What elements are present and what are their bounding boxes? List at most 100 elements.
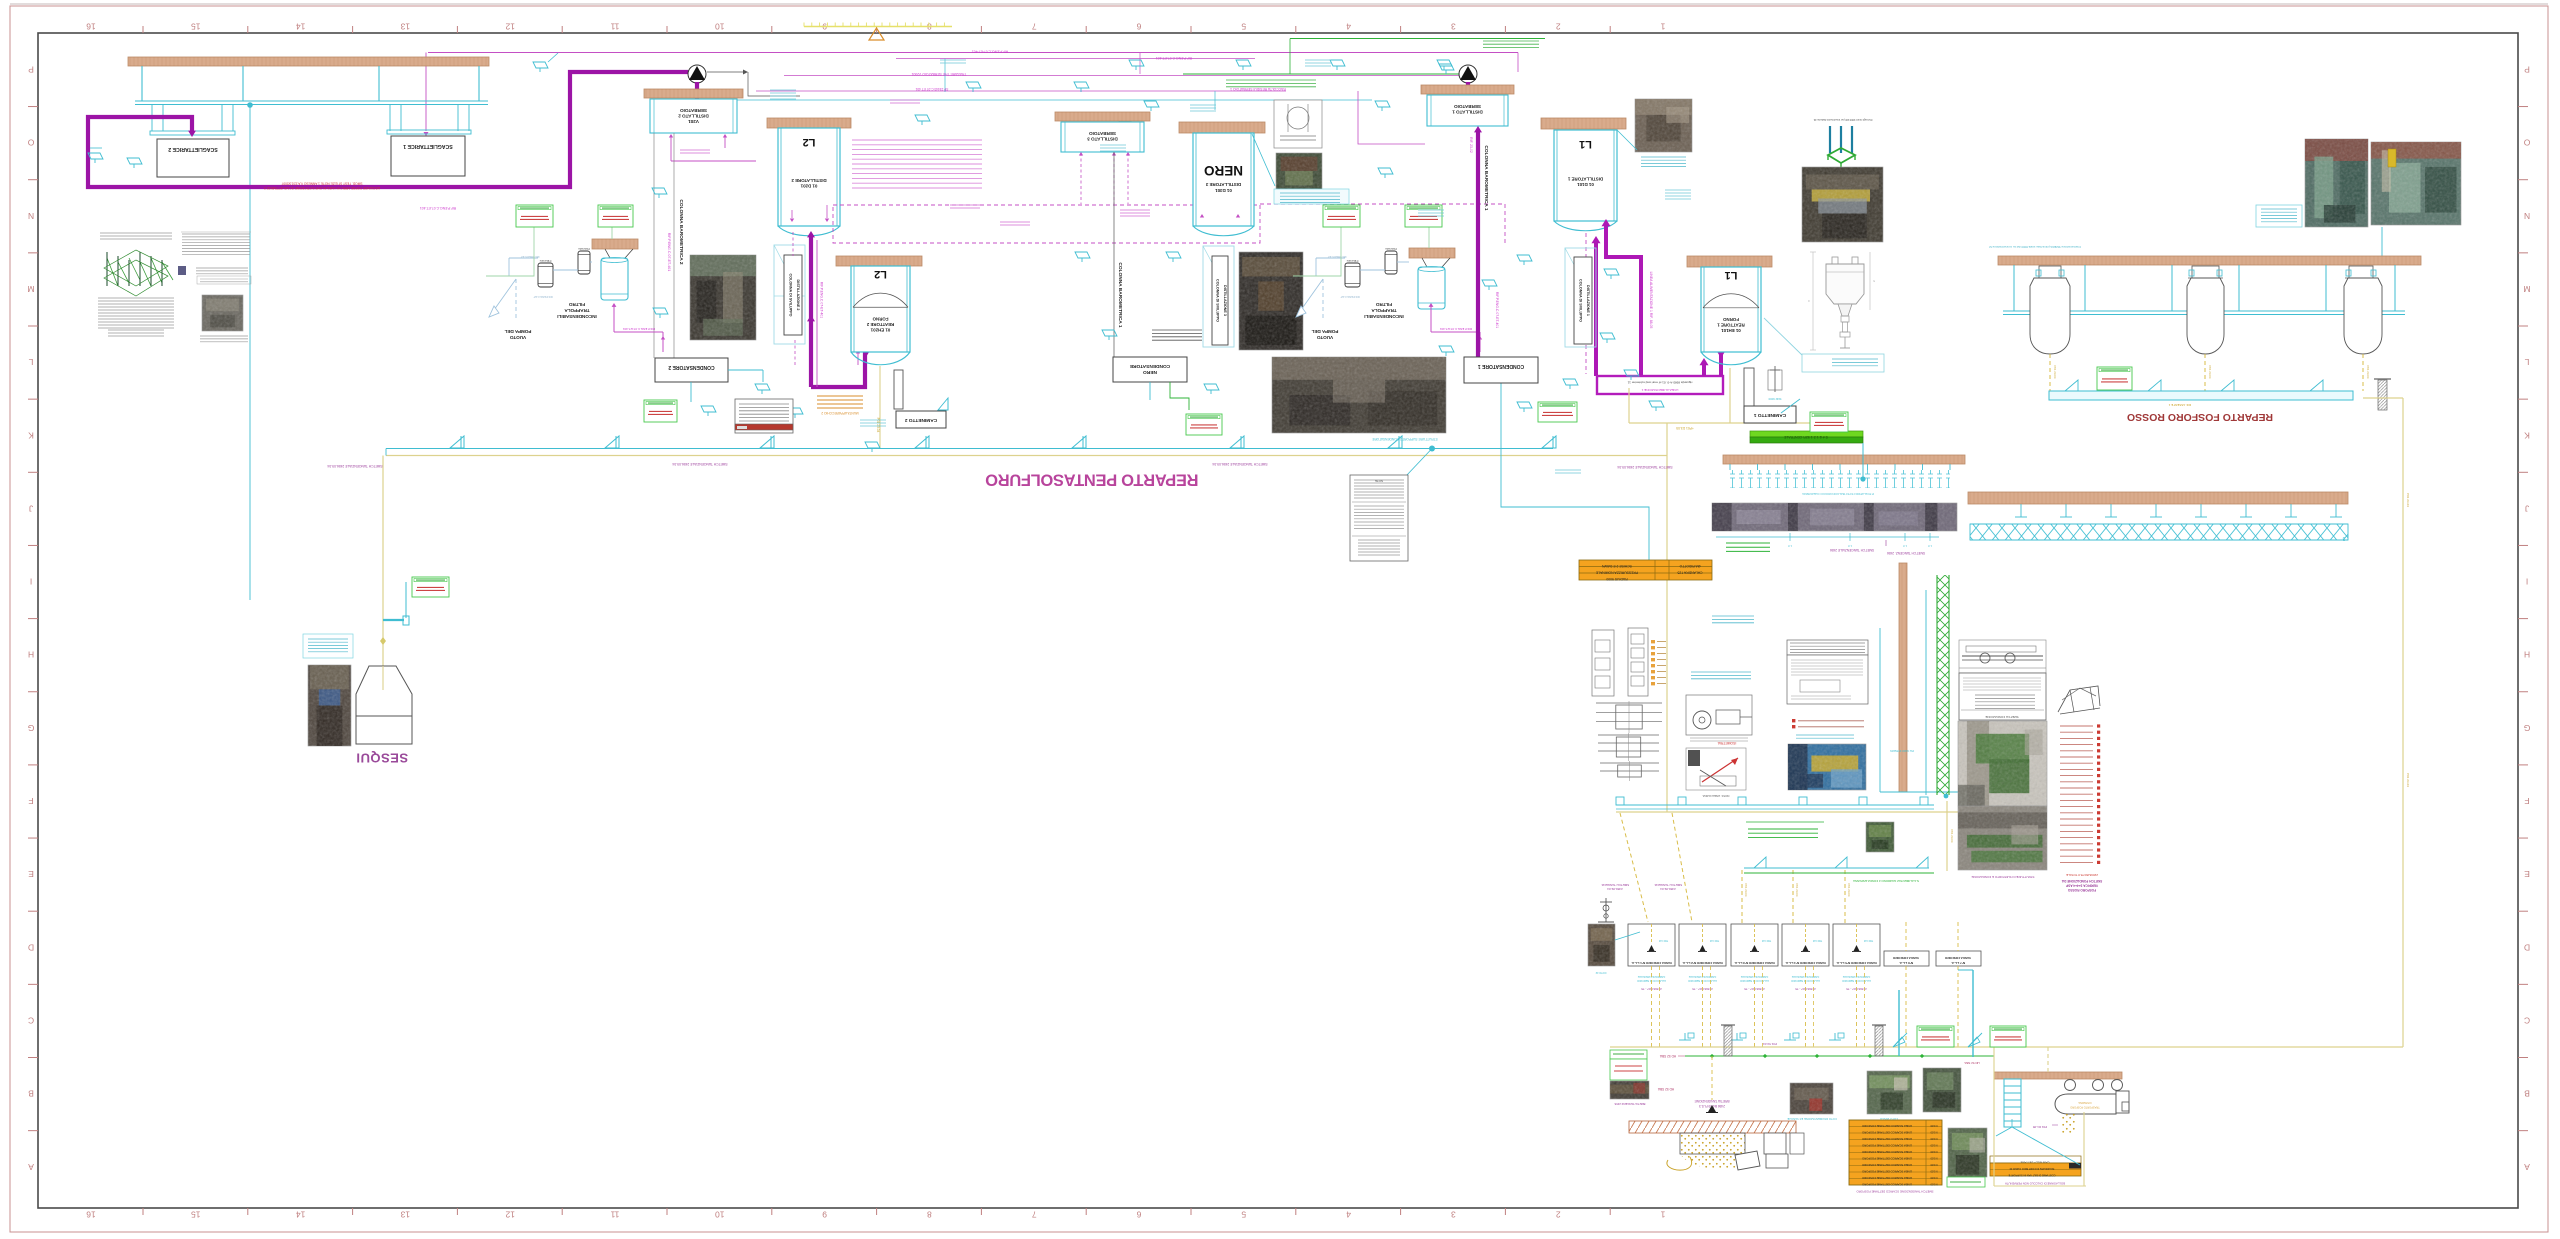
svg-text:SMETCH TANGENZ. 2456: SMETCH TANGENZ. 2456 xyxy=(1887,551,1925,555)
svg-text:VASCA FOSFORO N°1 L.L.A.: VASCA FOSFORO N°1 L.L.A. xyxy=(1631,961,1672,965)
svg-text:RIF.P.ENG.C.07-ET-401: RIF.P.ENG.C.07-ET-401 xyxy=(420,206,456,210)
svg-text:DISTILLATORE 3: DISTILLATORE 3 xyxy=(1205,182,1241,187)
svg-text:SCAGLIETTARICE 2: SCAGLIETTARICE 2 xyxy=(168,146,218,152)
svg-text:LINEA SCARICO DETTAME FOSFORO: LINEA SCARICO DETTAME FOSFORO xyxy=(1861,1157,1912,1161)
svg-text:SMETCH TANGENZIALE 2456-09-04: SMETCH TANGENZIALE 2456-09-04 xyxy=(672,462,727,466)
svg-text:D: D xyxy=(28,942,34,952)
svg-text:N 100: N 100 xyxy=(1930,1163,1937,1167)
svg-text:F: F xyxy=(28,796,33,806)
svg-text:B: B xyxy=(28,1089,34,1099)
svg-text:8: 8 xyxy=(927,1210,932,1220)
svg-text:P.Elenatte: P.Elenatte xyxy=(578,247,590,251)
svg-text:DISTILLAZIONE 1: DISTILLAZIONE 1 xyxy=(1586,285,1590,316)
svg-text:P.Elenatte: P.Elenatte xyxy=(539,259,551,263)
svg-text:N: N xyxy=(28,211,34,221)
svg-text:+P01 D3-05: +P01 D3-05 xyxy=(1676,426,1694,430)
svg-text:RIF. 23-02: RIF. 23-02 xyxy=(1469,137,1473,153)
svg-text:COSTIAME DI BILT VAN IN SUPPOR: COSTIAME DI BILT VAN IN SUPPORTE xyxy=(2008,1174,2055,1178)
svg-text:DISTILLATORE 1: DISTILLATORE 1 xyxy=(1567,176,1603,181)
svg-text:CONDENSATORE: CONDENSATORE xyxy=(1129,363,1170,369)
svg-text:SKETCH FONDAZIONE DA: SKETCH FONDAZIONE DA xyxy=(2061,879,2102,883)
svg-text:01 D301: 01 D301 xyxy=(1215,188,1232,193)
svg-text:P01 23-04: P01 23-04 xyxy=(2366,366,2370,379)
svg-text:1: 1 xyxy=(1660,22,1665,32)
svg-text:15: 15 xyxy=(191,1210,201,1220)
svg-text:DISTILLATO 2: DISTILLATO 2 xyxy=(678,114,709,119)
svg-text:L1: L1 xyxy=(1725,269,1738,281)
svg-text:01 EH201: 01 EH201 xyxy=(870,328,890,333)
svg-text:P01 23-04: P01 23-04 xyxy=(2053,366,2057,379)
svg-text:DISTILLATORE 2: DISTILLATORE 2 xyxy=(791,178,827,183)
svg-text:2: 2 xyxy=(1556,22,1561,32)
svg-text:F: F xyxy=(2524,796,2529,806)
svg-text:1 8: 1 8 xyxy=(1928,544,1932,548)
svg-text:N: N xyxy=(2524,211,2530,221)
svg-text:SMETCH TANGENZIALE 2456-09-04: SMETCH TANGENZIALE 2456-09-04 xyxy=(1212,462,1267,466)
svg-text:NERO: NERO xyxy=(1143,369,1157,375)
svg-text:01 D101: 01 D101 xyxy=(1577,182,1594,187)
svg-text:SMETCH TANGENZIALE 2456: SMETCH TANGENZIALE 2456 xyxy=(1830,548,1874,552)
svg-text:3: 3 xyxy=(2342,535,2345,541)
svg-text:PH 9400 INTERN: PH 9400 INTERN xyxy=(1890,749,1914,753)
svg-text:P01 23-04: P01 23-04 xyxy=(1847,884,1851,897)
svg-text:VERIFICA 3+4+4 ASP: VERIFICA 3+4+4 ASP xyxy=(2065,884,2098,888)
svg-text:COLONNA BAROMETRICA 2: COLONNA BAROMETRICA 2 xyxy=(678,199,684,265)
svg-text:6: 6 xyxy=(1136,1210,1141,1220)
svg-text:RIF.P.ENG.C.07-ET-401: RIF.P.ENG.C.07-ET-401 xyxy=(820,282,824,318)
svg-text:1: 1 xyxy=(1660,1210,1665,1220)
svg-text:K: K xyxy=(2524,430,2530,440)
svg-text:VASCA FOSFORO N°4 L.L.A.: VASCA FOSFORO N°4 L.L.A. xyxy=(1785,961,1826,965)
svg-text:9: 9 xyxy=(822,1210,827,1220)
svg-text:S # & 1-2-1-52R-CENTRALE: S # & 1-2-1-52R-CENTRALE xyxy=(1783,435,1827,439)
svg-text:14: 14 xyxy=(296,22,306,32)
svg-text:LINEA SCARICO DETTAME FOSFORO: LINEA SCARICO DETTAME FOSFORO xyxy=(1861,1150,1912,1154)
svg-text:D: D xyxy=(2524,942,2530,952)
svg-text:BRETIA TANGENZIONE: BRETIA TANGENZIONE xyxy=(1695,1099,1730,1103)
svg-text:16: 16 xyxy=(86,1210,96,1220)
svg-text:TRF 110: TRF 110 xyxy=(1761,939,1771,942)
svg-text:12: 12 xyxy=(505,22,515,32)
svg-text:J: J xyxy=(2525,503,2529,513)
svg-text:CALANDRA T25: CALANDRA T25 xyxy=(1677,571,1702,575)
svg-text:FOTO 22: FOTO 22 xyxy=(1595,971,1606,975)
svg-text:RIF.P.ENG.C.07-ET-401: RIF.P.ENG.C.07-ET-401 xyxy=(1495,292,1499,328)
svg-text:FORNO: FORNO xyxy=(1722,317,1738,322)
svg-text:CAMINETTO 1: CAMINETTO 1 xyxy=(1753,412,1786,418)
svg-text:O: O xyxy=(27,138,34,148)
svg-text:HD 52 SBA: HD 52 SBA xyxy=(1964,1061,1979,1065)
svg-text:2456-09-04: 2456-09-04 xyxy=(1607,887,1623,891)
svg-text:N 100: N 100 xyxy=(1930,1150,1937,1154)
svg-text:LINEA SCARICO DETTAME FOSFORO: LINEA SCARICO DETTAME FOSFORO xyxy=(1861,1163,1912,1167)
svg-text:MUNTA APPARECCHIO 2: MUNTA APPARECCHIO 2 xyxy=(821,411,858,415)
svg-text:P01 23-04: P01 23-04 xyxy=(2406,773,2410,787)
svg-text:C: C xyxy=(28,1015,34,1025)
svg-text:VASCA FOSFORO N°2 L.L.A.: VASCA FOSFORO N°2 L.L.A. xyxy=(1682,961,1723,965)
svg-text:P: P xyxy=(28,65,34,75)
svg-text:C: C xyxy=(2524,1015,2530,1025)
svg-text:N 100: N 100 xyxy=(1930,1157,1937,1161)
svg-text:4: 4 xyxy=(1346,22,1351,32)
svg-text:A: A xyxy=(28,1162,34,1172)
svg-text:M: M xyxy=(2523,284,2530,294)
svg-text:P01 23-04: P01 23-04 xyxy=(1950,830,1954,843)
svg-text:N°7 L.L.A.: N°7 L.L.A. xyxy=(1951,961,1965,965)
svg-text:POMPA DEL: POMPA DEL xyxy=(504,329,531,334)
svg-text:TRF 110: TRF 110 xyxy=(1658,939,1668,942)
svg-text:CAMINETTO 2: CAMINETTO 2 xyxy=(904,417,937,423)
svg-text:7: 7 xyxy=(1032,1210,1037,1220)
svg-text:ØA RIDOTTO: ØA RIDOTTO xyxy=(1679,564,1700,568)
svg-text:P01 23-04: P01 23-04 xyxy=(2406,493,2410,507)
svg-text:N 100: N 100 xyxy=(1930,1131,1937,1135)
svg-text:SERBATOIO: SERBATOIO xyxy=(680,108,707,113)
svg-text:FOTO VASCA: FOTO VASCA xyxy=(1880,1117,1898,1121)
svg-text:13: 13 xyxy=(400,22,410,32)
svg-text:CONDENSATORE 2: CONDENSATORE 2 xyxy=(668,364,714,370)
svg-text:SMETCH TANGENZIALE 2456-09-04: SMETCH TANGENZIALE 2456-09-04 xyxy=(1617,465,1672,469)
svg-text:N 100: N 100 xyxy=(1930,1124,1937,1128)
svg-text:RIF.LINEA C-ET: RIF.LINEA C-ET xyxy=(520,255,539,259)
svg-text:VASCA FOSFORO N°5 L.L.A.: VASCA FOSFORO N°5 L.L.A. xyxy=(1836,961,1877,965)
svg-text:FOSFORO ROSSO: FOSFORO ROSSO xyxy=(2067,888,2096,892)
svg-text:01 D201: 01 D201 xyxy=(800,183,817,188)
svg-text:LINEA SCARICO DETTAME FOSFORO: LINEA SCARICO DETTAME FOSFORO xyxy=(1861,1144,1912,1148)
svg-text:VASCA FOSFORO N°3 L.L.A.: VASCA FOSFORO N°3 L.L.A. xyxy=(1734,961,1775,965)
